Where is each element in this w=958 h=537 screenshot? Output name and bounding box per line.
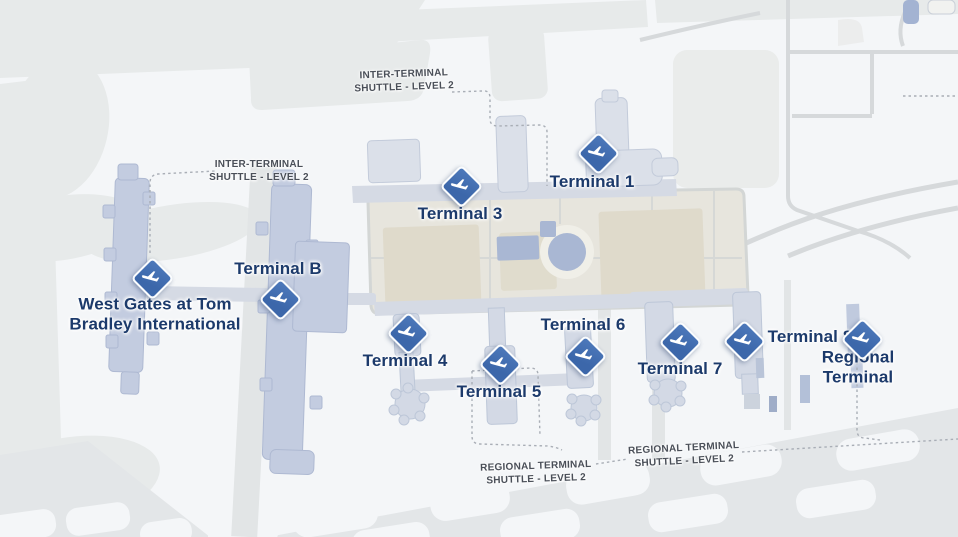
terminal-6-label: Terminal 6: [540, 315, 626, 335]
airplane-takeoff-icon: [733, 334, 751, 345]
airplane-takeoff-icon: [450, 179, 468, 190]
airplane-takeoff-icon: [669, 335, 687, 346]
airplane-takeoff-icon: [141, 271, 159, 282]
terminal-8-marker[interactable]: [720, 317, 766, 363]
airplane-takeoff-icon: [397, 326, 415, 337]
west-gates-tbit-marker[interactable]: [128, 254, 174, 300]
airplane-takeoff-icon: [489, 357, 507, 368]
central-terminal-area: [366, 187, 750, 316]
inter-terminal-shuttle-note-top: INTER-TERMINAL SHUTTLE - LEVEL 2: [354, 67, 455, 95]
airplane-takeoff-icon: [851, 332, 869, 343]
regional-shuttle-note-left: REGIONAL TERMINAL SHUTTLE - LEVEL 2: [479, 458, 592, 487]
terminal-b-building: [255, 169, 350, 476]
t4-satellite: [388, 382, 430, 426]
terminal-1-label: Terminal 1: [549, 172, 635, 192]
airplane-takeoff-icon: [574, 349, 592, 360]
airplane-takeoff-icon: [587, 146, 605, 157]
terminal-1-marker[interactable]: [574, 129, 620, 175]
terminal-b-marker[interactable]: [256, 275, 302, 321]
regional-terminal-marker[interactable]: [838, 315, 884, 361]
t7-satellite: [648, 378, 687, 413]
terminal-6-marker[interactable]: [561, 332, 607, 378]
terminal-5-label: Terminal 5: [456, 382, 542, 402]
inter-terminal-shuttle-note-left: INTER-TERMINAL SHUTTLE - LEVEL 2: [209, 158, 309, 183]
terminal-3-label: Terminal 3: [417, 204, 503, 224]
terminal-b-label: Terminal B: [234, 259, 322, 279]
shuttle-route-dotted-lines: [149, 90, 958, 465]
west-gates-tbit-label: West Gates at Tom Bradley International: [69, 294, 241, 333]
terminal-5-marker[interactable]: [476, 340, 522, 386]
airplane-takeoff-icon: [269, 292, 287, 303]
terminal-7-label: Terminal 7: [637, 359, 723, 379]
t6-satellite: [565, 393, 602, 427]
terminal-4-label: Terminal 4: [362, 351, 448, 371]
bottom-pavement: [0, 408, 958, 537]
terminal-7-marker[interactable]: [656, 318, 702, 364]
terminal-4-marker[interactable]: [384, 309, 430, 355]
terminal-3-marker[interactable]: [437, 162, 483, 208]
